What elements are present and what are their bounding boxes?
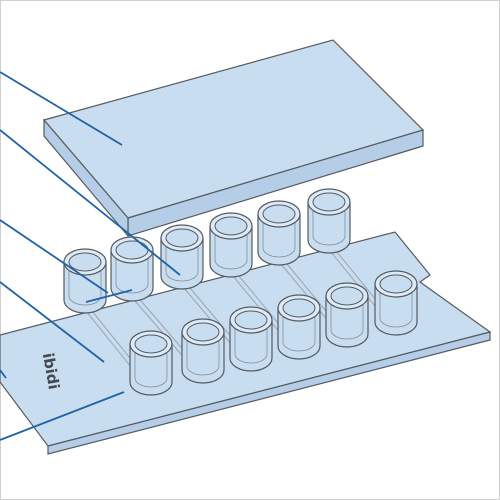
well-opening [134,334,168,354]
wells [63,188,418,396]
well-front-5 [325,282,369,348]
well-body [307,201,351,254]
well-opening [186,322,220,342]
well-front-3 [229,306,273,372]
well-body [257,213,301,266]
well-inner-wall [330,299,364,340]
well-back-2 [110,236,154,302]
well-opening [68,252,102,272]
well-inner-wall [115,253,149,294]
well-back-1 [63,248,107,314]
well-inner-wall [262,217,296,258]
well-inner-wall [282,311,316,352]
well-back-5 [257,200,301,266]
well-back-3 [160,224,204,290]
well-body [325,295,369,348]
well-front-6 [374,270,418,336]
leader-line-channel [0,281,105,363]
well-opening [330,286,364,306]
well-back-4 [209,212,253,278]
well-body [181,331,225,384]
leader-line-slide-bottom [0,391,125,441]
leader-lines [0,71,181,441]
well-front-1 [129,330,173,396]
well-inner-wall [214,229,248,270]
well-body [129,343,173,396]
lid [42,39,425,238]
slide-front-face [47,331,491,455]
well-opening [214,216,248,236]
well-opening [262,204,296,224]
well-inner-wall [186,335,220,376]
well-inner-wall [234,323,268,364]
well-body [110,249,154,302]
well-opening [165,228,199,248]
well-body [160,237,204,290]
well-inner-wall [379,287,413,328]
well-opening [115,240,149,260]
well-front-2 [181,318,225,384]
leader-line-well-connector [0,219,109,294]
well-opening [282,298,316,318]
well-inner-wall [165,241,199,282]
well-opening [312,192,346,212]
well-body [277,307,321,360]
lid-left-face [43,118,129,238]
well-opening [234,310,268,330]
well-body [209,225,253,278]
well-body [229,319,273,372]
well-body [374,283,418,336]
leader-line-well-top [85,289,133,303]
well-front-4 [277,294,321,360]
well-opening [379,274,413,294]
leader-line-well-back [0,129,181,276]
well-inner-wall [134,347,168,388]
well-inner-wall [312,205,346,246]
leader-line-lid [0,71,123,146]
well-back-6 [307,188,351,254]
leader-line-slide-edge [0,369,7,379]
